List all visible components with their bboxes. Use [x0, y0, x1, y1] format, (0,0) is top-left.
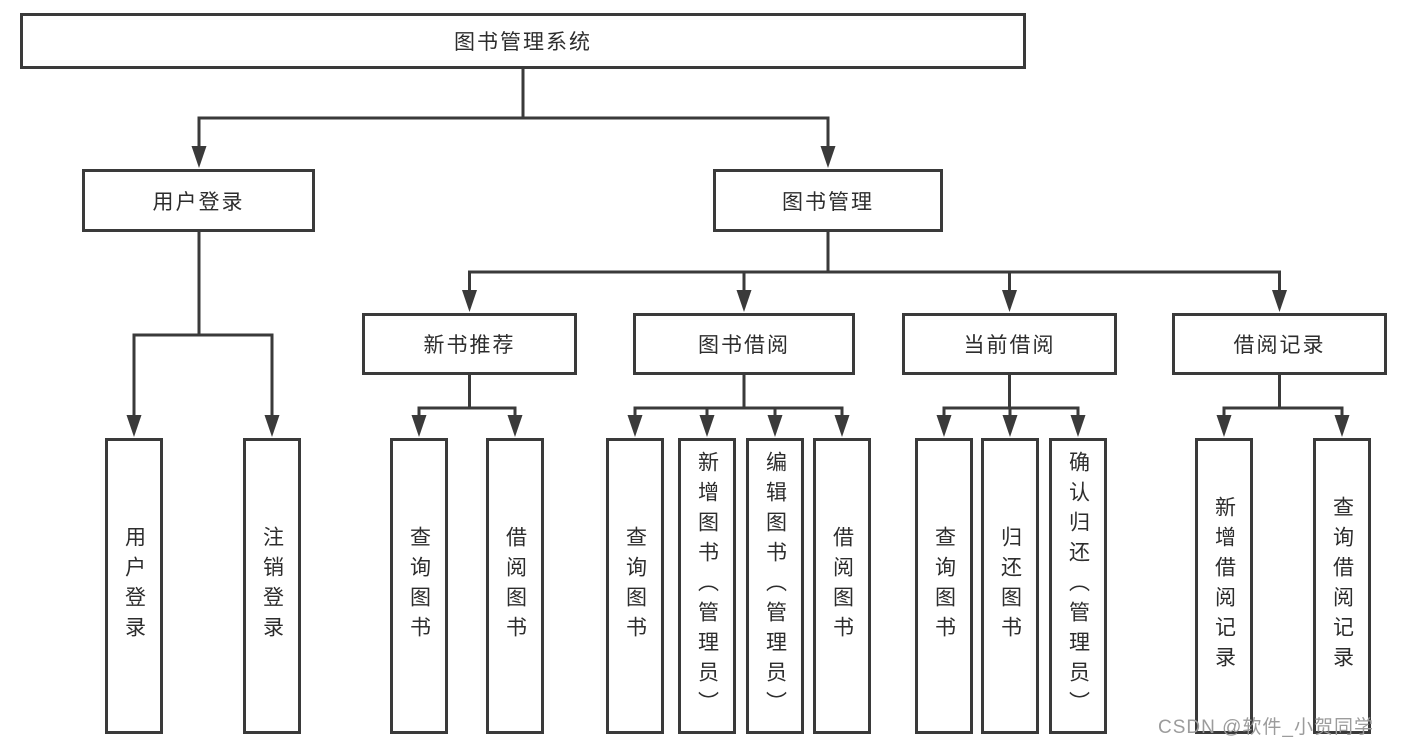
node-label: 借阅图书	[830, 526, 854, 646]
connector-userlogin-rail	[132, 333, 274, 418]
leaf-confirm-return-admin: 确认归还（管理员）	[1049, 438, 1107, 734]
arrowhead-icon	[411, 415, 427, 437]
arrowhead-icon	[126, 415, 142, 437]
connector-borrow-rail	[633, 406, 844, 418]
arrowhead-icon	[507, 415, 523, 437]
node-label: 查询图书	[623, 526, 647, 646]
node-label: 图书管理系统	[454, 31, 592, 54]
node-label: 归还图书	[998, 526, 1022, 646]
arrowhead-icon	[264, 415, 280, 437]
node-label: 图书借阅	[698, 334, 790, 357]
leaf-borrow-books: 借阅图书	[813, 438, 871, 734]
node-book-management: 图书管理	[713, 169, 943, 232]
arrowhead-icon	[627, 415, 643, 437]
leaf-return-books: 归还图书	[981, 438, 1039, 734]
node-current-borrow: 当前借阅	[902, 313, 1117, 375]
node-user-login: 用户登录	[82, 169, 315, 232]
leaf-logout: 注销登录	[243, 438, 301, 734]
arrowheads	[126, 146, 1350, 437]
node-label: 用户登录	[122, 526, 146, 646]
connector-bookmgmt-rail	[468, 270, 1281, 293]
leaf-edit-books-admin: 编辑图书（管理员）	[746, 438, 804, 734]
arrowhead-icon	[1070, 415, 1086, 437]
node-label: 借阅记录	[1233, 334, 1326, 357]
leaf-add-books-admin: 新增图书（管理员）	[678, 438, 736, 734]
node-label: 新书推荐	[423, 334, 516, 357]
arrowhead-icon	[834, 415, 850, 437]
node-label: 编辑图书（管理员）	[763, 451, 787, 721]
connector-root-rail	[197, 116, 830, 150]
arrowhead-icon	[1334, 415, 1350, 437]
node-borrow-records: 借阅记录	[1172, 313, 1387, 375]
arrowhead-icon	[820, 146, 836, 168]
leaf-user-login: 用户登录	[105, 438, 163, 734]
leaf-query-books-borrow: 查询图书	[606, 438, 664, 734]
node-label: 查询图书	[407, 526, 431, 646]
connector-records-rail	[1222, 406, 1344, 418]
node-label: 用户登录	[152, 190, 245, 214]
arrowhead-icon	[462, 290, 477, 312]
node-new-book-recommend: 新书推荐	[362, 313, 577, 375]
node-label: 图书管理	[782, 190, 874, 214]
arrowhead-icon	[736, 290, 752, 312]
node-label: 借阅图书	[503, 526, 527, 646]
arrowhead-icon	[1002, 290, 1017, 312]
node-label: 新增借阅记录	[1212, 496, 1236, 676]
arrowhead-icon	[1272, 290, 1287, 312]
leaf-query-books-recommend: 查询图书	[390, 438, 448, 734]
node-label: 注销登录	[260, 526, 284, 646]
connector-recommend-rail	[417, 406, 517, 418]
watermark: CSDN @软件_小贺同学	[1158, 717, 1374, 738]
node-label: 查询图书	[932, 526, 956, 646]
node-label: 新增图书（管理员）	[695, 451, 719, 721]
node-book-borrow: 图书借阅	[633, 313, 855, 375]
leaf-add-borrow-record: 新增借阅记录	[1195, 438, 1253, 734]
arrowhead-icon	[699, 415, 715, 437]
arrowhead-icon	[936, 415, 952, 437]
arrowhead-icon	[1216, 415, 1232, 437]
leaf-query-books-current: 查询图书	[915, 438, 973, 734]
arrowhead-icon	[1002, 415, 1018, 437]
arrowhead-icon	[767, 415, 783, 437]
arrowhead-icon	[191, 146, 207, 168]
node-label: 查询借阅记录	[1330, 496, 1354, 676]
leaf-query-borrow-record: 查询借阅记录	[1313, 438, 1371, 734]
node-label: 确认归还（管理员）	[1066, 451, 1090, 721]
node-label: 当前借阅	[963, 334, 1056, 357]
node-library-management-system: 图书管理系统	[20, 13, 1026, 69]
leaf-borrow-books-recommend: 借阅图书	[486, 438, 544, 734]
